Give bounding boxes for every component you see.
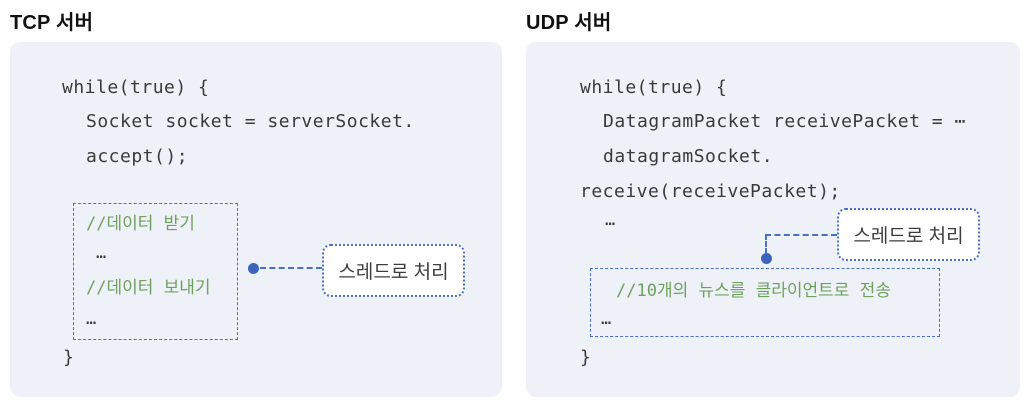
- tcp-closing-brace: }: [63, 347, 75, 368]
- tcp-ellipsis-1: …: [96, 243, 107, 263]
- udp-closing-brace: }: [580, 347, 592, 368]
- tcp-comment-send: //데이터 보내기: [86, 278, 211, 298]
- udp-comment-box: //10개의 뉴스를 클라이언트로 전송 …: [590, 268, 940, 337]
- tcp-code-line-1: while(true) {: [62, 77, 210, 98]
- tcp-connector-line: [260, 267, 322, 269]
- udp-code-line-2: DatagramPacket receivePacket = ⋯: [603, 111, 966, 132]
- udp-ellipsis-1: …: [601, 309, 612, 329]
- udp-connector-line-vertical: [765, 234, 767, 254]
- tcp-panel-title: TCP 서버: [10, 12, 94, 34]
- udp-ellipsis-after-receive: …: [605, 210, 616, 230]
- tcp-comment-receive: //데이터 받기: [86, 214, 195, 234]
- tcp-thread-callout-label: 스레드로 처리: [338, 262, 449, 283]
- udp-code-line-1: while(true) {: [580, 77, 728, 98]
- udp-panel-title: UDP 서버: [526, 12, 612, 34]
- tcp-code-line-3: accept();: [86, 146, 189, 167]
- udp-code-line-3: datagramSocket.: [603, 146, 774, 167]
- udp-code-line-4: receive(receivePacket);: [580, 181, 841, 202]
- udp-connector-dot-icon: [761, 253, 772, 264]
- tcp-code-line-2: Socket socket = serverSocket.: [86, 111, 415, 132]
- udp-thread-callout: 스레드로 처리: [837, 208, 980, 261]
- udp-thread-callout-label: 스레드로 처리: [853, 226, 964, 247]
- udp-code-panel: while(true) { DatagramPacket receivePack…: [526, 42, 1020, 397]
- udp-comment-news: //10개의 뉴스를 클라이언트로 전송: [616, 281, 891, 301]
- tcp-comment-box: //데이터 받기 … //데이터 보내기 …: [73, 203, 238, 340]
- tcp-ellipsis-2: …: [86, 309, 97, 329]
- udp-connector-line-horizontal: [765, 234, 837, 236]
- tcp-thread-callout: 스레드로 처리: [322, 244, 465, 297]
- tcp-code-panel: while(true) { Socket socket = serverSock…: [10, 42, 502, 397]
- tcp-connector-dot-icon: [248, 263, 259, 274]
